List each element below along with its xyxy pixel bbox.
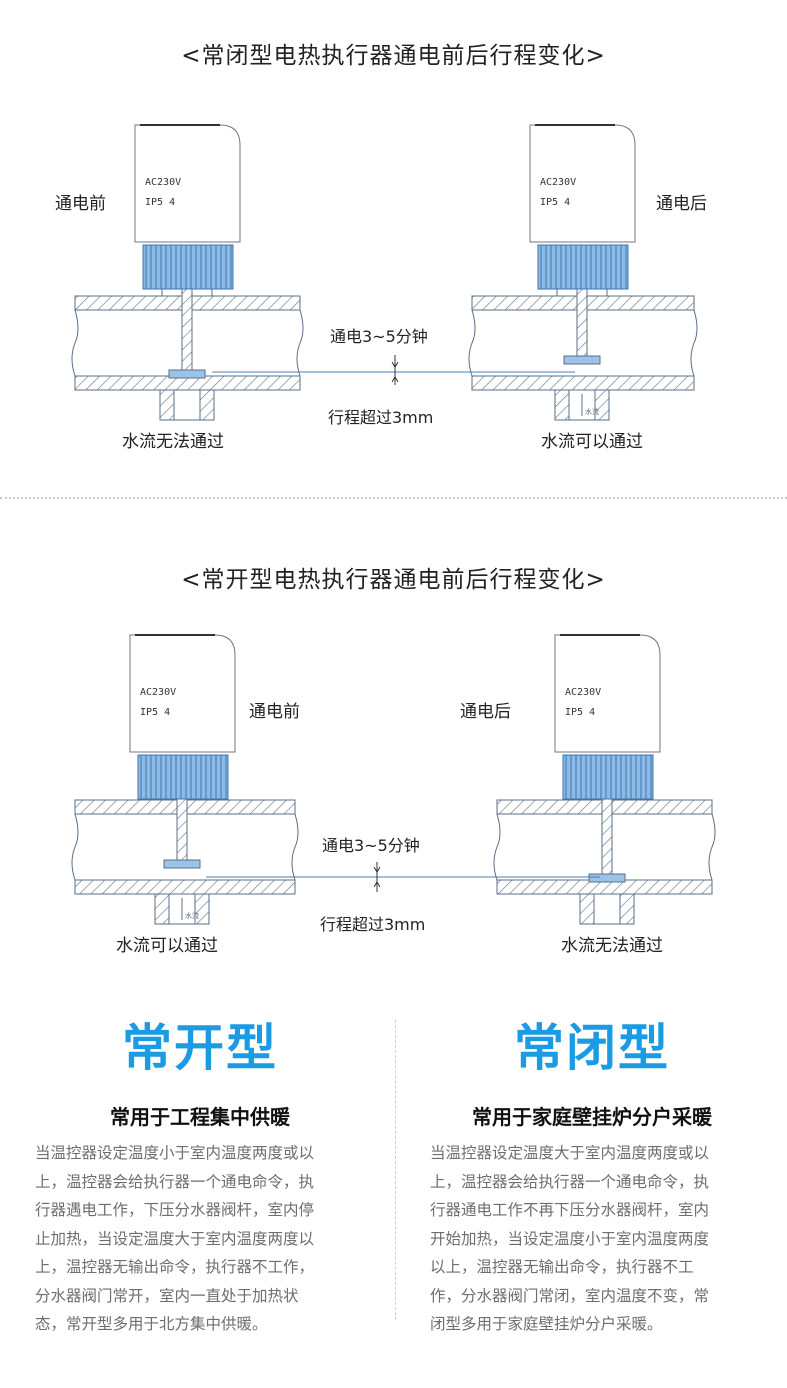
section1-power-time: 通电3~5分钟 (330, 327, 428, 346)
outlet-wall (199, 389, 215, 421)
description-line: 以上，温控器无输出命令，执行器不工 (430, 1258, 694, 1276)
pipe-break-line (493, 813, 716, 881)
outlet-wall (579, 893, 595, 925)
knurled-nut (137, 754, 229, 800)
outlet-wall (159, 389, 175, 421)
knurled-nut (562, 754, 654, 800)
outlet-wall (594, 389, 610, 421)
column-divider (395, 1020, 396, 1320)
description-line: 当温控器设定温度小于室内温度两度或以 (35, 1144, 315, 1162)
outlet-wall (619, 893, 635, 925)
actuator-body (134, 124, 241, 243)
description-line: 上，温控器无输出命令，执行器不工作， (35, 1258, 315, 1276)
normally-open-subtitle: 常用于工程集中供暖 (110, 1105, 290, 1129)
valve-disc (588, 873, 626, 883)
section2-power-time: 通电3~5分钟 (322, 836, 420, 855)
section-divider (0, 497, 787, 499)
voltage-label: AC230V (145, 177, 181, 188)
outlet-wall (194, 893, 210, 925)
ip-rating-label: IP5 4 (145, 197, 175, 208)
ip-rating-label: IP5 4 (540, 197, 570, 208)
flow-mark: 水流 (585, 407, 599, 416)
pipe-break-line (468, 309, 698, 377)
voltage-label: AC230V (140, 687, 176, 698)
section2-right-flow: 水流无法通过 (561, 936, 663, 956)
normally-open-description: 当温控器设定温度小于室内温度两度或以 上，温控器会给执行器一个通电命令，执 行器… (35, 1139, 314, 1339)
section1-stroke: 行程超过3mm (328, 408, 434, 427)
section1-before-label: 通电前 (55, 194, 106, 214)
valve-stem (576, 283, 588, 357)
valve-disc (168, 369, 206, 379)
stroke-arrows (373, 866, 381, 888)
description-line: 止加热，当设定温度大于室内温度两度以 (35, 1229, 315, 1248)
section1-left-flow: 水流无法通过 (122, 432, 224, 452)
knurled-nut (142, 244, 234, 290)
section2-title: <常开型电热执行器通电前后行程变化> (181, 567, 606, 593)
voltage-label: AC230V (540, 177, 576, 188)
description-line: 态，常开型多用于北方集中供暖。 (35, 1315, 268, 1333)
section1-title: <常闭型电热执行器通电前后行程变化> (181, 43, 606, 69)
actuator-body (129, 634, 236, 753)
valve-stem (181, 283, 193, 371)
description-line: 作，分水器阀门常闭，室内温度不变，常 (430, 1286, 710, 1305)
pipe-bottom-wall (74, 879, 296, 895)
voltage-label: AC230V (565, 687, 601, 698)
description-line: 上，温控器会给执行器一个通电命令，执 (430, 1172, 710, 1191)
actuator-diagram: 水流 AC230V IP5 4 (468, 124, 698, 421)
actuator-diagram: AC230V IP5 4 (493, 634, 716, 925)
description-line: 行器遇电工作，下压分水器阀杆，室内停 (35, 1201, 315, 1219)
pipe-bottom-wall (471, 375, 695, 391)
pipe-break-line (71, 309, 304, 377)
knurled-nut (537, 244, 629, 290)
flow-mark: 水流 (185, 911, 199, 920)
actuator-body (529, 124, 636, 243)
ip-rating-label: IP5 4 (565, 707, 595, 718)
section2-after-label: 通电后 (460, 702, 511, 722)
actuator-diagram: 水流 AC230V IP5 4 (71, 634, 299, 925)
description-line: 分水器阀门常开，室内一直处于加热状 (35, 1286, 299, 1305)
description-line: 开始加热，当设定温度小于室内温度两度 (430, 1229, 710, 1248)
outlet-wall (554, 389, 570, 421)
description-line: 行器通电工作不再下压分水器阀杆，室内 (430, 1201, 710, 1219)
description-line: 上，温控器会给执行器一个通电命令，执 (35, 1172, 315, 1191)
pipe-break-line (71, 813, 299, 881)
section1-after-label: 通电后 (656, 194, 707, 214)
normally-closed-description: 当温控器设定温度大于室内温度两度或以 上，温控器会给执行器一个通电命令，执 行器… (430, 1139, 709, 1339)
ip-rating-label: IP5 4 (140, 707, 170, 718)
description-line: 闭型多用于家庭壁挂炉分户采暖。 (430, 1315, 663, 1333)
normally-closed-subtitle: 常用于家庭壁挂炉分户采暖 (472, 1105, 712, 1129)
section2-before-label: 通电前 (249, 702, 300, 722)
normally-closed-heading: 常闭型 (514, 1019, 670, 1077)
valve-disc (163, 859, 201, 869)
section1-right-flow: 水流可以通过 (541, 432, 643, 452)
section2-left-flow: 水流可以通过 (116, 936, 218, 956)
description-line: 当温控器设定温度大于室内温度两度或以 (430, 1144, 710, 1162)
valve-disc (563, 355, 601, 365)
stroke-arrows (391, 361, 399, 383)
normally-open-heading: 常开型 (122, 1019, 278, 1077)
valve-stem (601, 787, 613, 875)
section2-stroke: 行程超过3mm (320, 915, 426, 934)
outlet-wall (154, 893, 170, 925)
actuator-diagram: AC230V IP5 4 (71, 124, 304, 421)
actuator-body (554, 634, 661, 753)
